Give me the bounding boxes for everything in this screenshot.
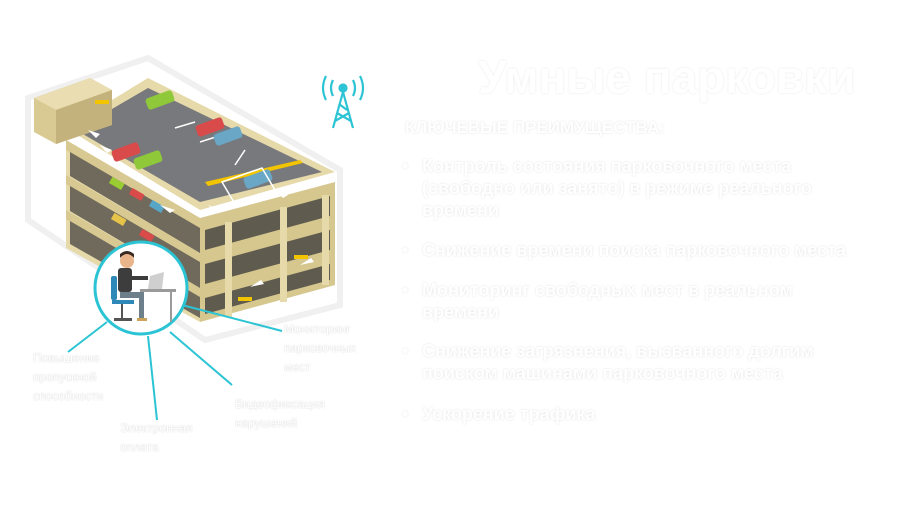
callout-capacity: Повышение пропускной способности (33, 351, 104, 403)
operator-at-desk-icon (111, 251, 176, 322)
callout-monitoring: Мониторинг парковочных мест (284, 322, 357, 374)
benefit-item: Ускорение трафика (400, 403, 870, 425)
benefits-list: Контроль состояния парковочного места (с… (400, 155, 870, 425)
benefit-item: Мониторинг свободных мест в реальном вре… (400, 279, 870, 323)
benefit-item: Снижение загрязнения, вызванного долгим … (400, 340, 870, 384)
benefit-item: Контроль состояния парковочного места (с… (400, 155, 870, 221)
callout-video: Видеофиксация нарушений (235, 397, 325, 430)
benefit-item: Снижение времени поиска парковочного мес… (400, 239, 870, 261)
benefits-heading: КЛЮЧЕВЫЕ ПРЕИМУЩЕСТВА: (405, 118, 665, 137)
radio-tower-icon (321, 75, 365, 129)
page-title: Умные парковки (478, 51, 856, 103)
callout-payment: Электронная оплата (120, 421, 193, 454)
